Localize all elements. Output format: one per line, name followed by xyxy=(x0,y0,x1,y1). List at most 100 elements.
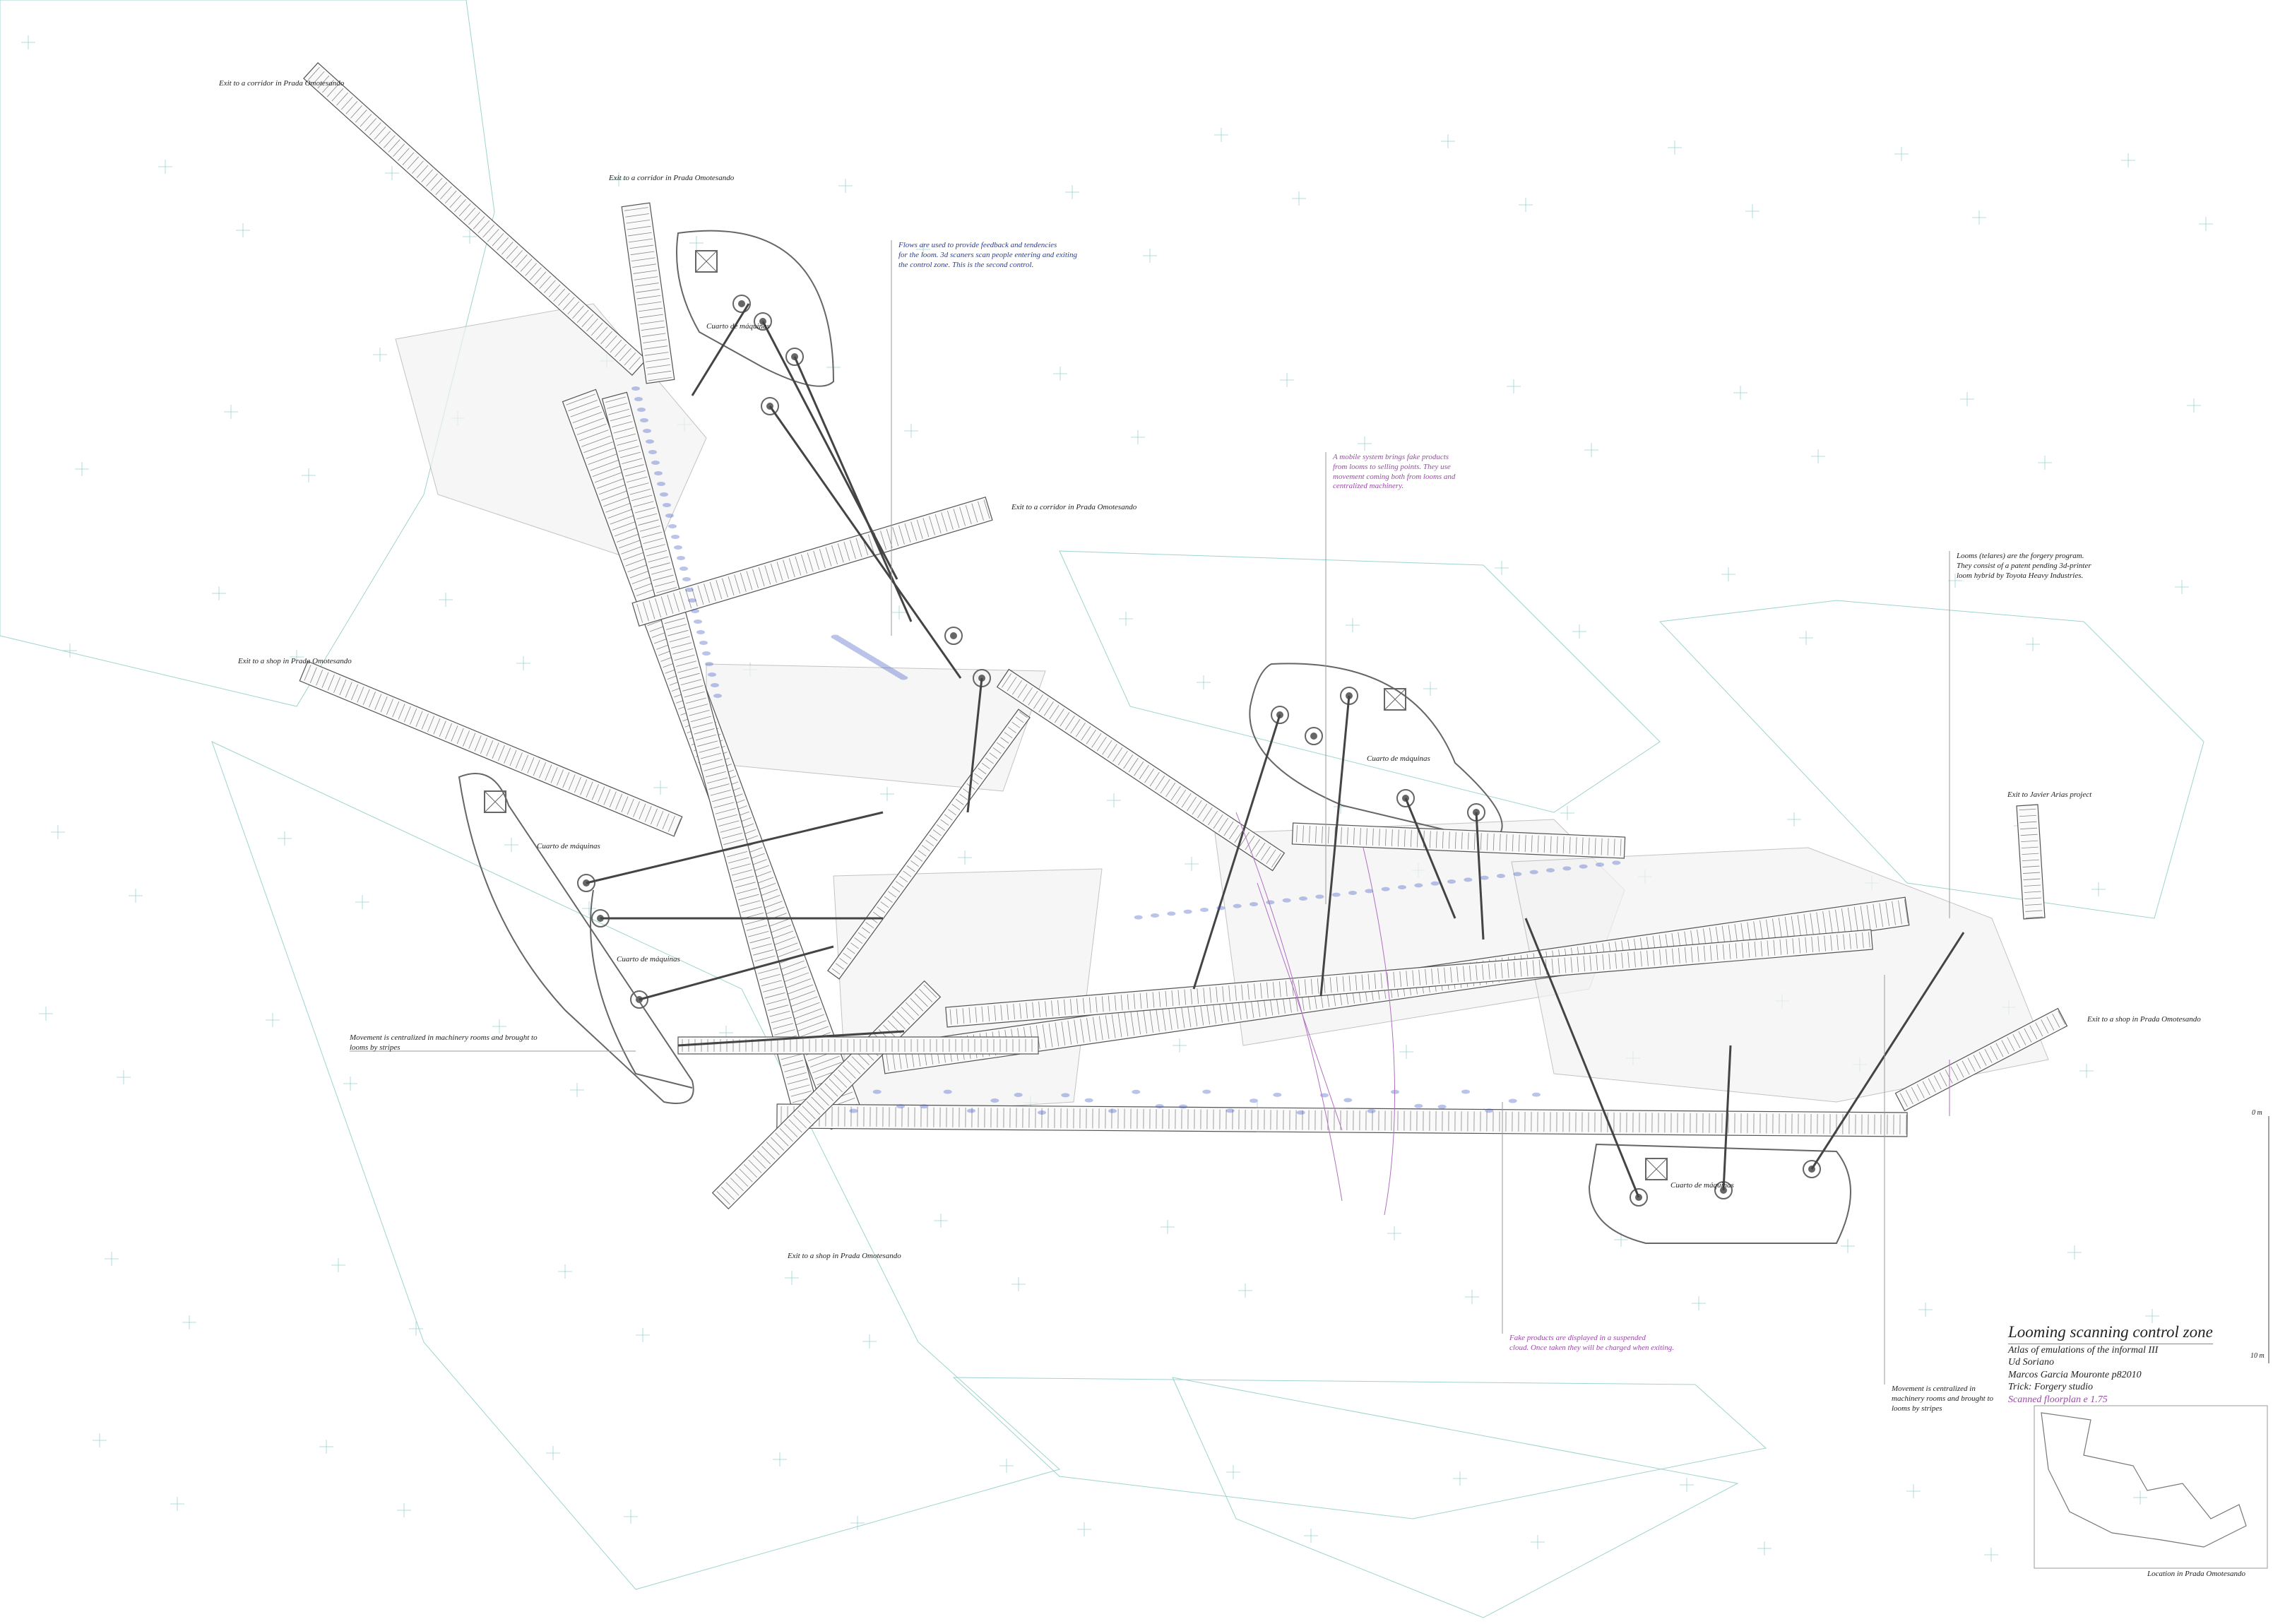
conveyor-strip xyxy=(776,1103,1908,1137)
flow-mark xyxy=(866,656,875,660)
machine-pulley xyxy=(785,348,804,366)
site-cross-mark xyxy=(63,644,77,658)
flow-mark xyxy=(643,429,651,433)
room-label-5: Cuarto de máquinas xyxy=(1670,1181,1734,1190)
flow-mark xyxy=(1430,881,1440,886)
site-cross-mark xyxy=(1531,1535,1545,1549)
site-cross-mark xyxy=(1226,1465,1240,1479)
strip-slats xyxy=(716,984,937,1205)
site-outline xyxy=(1059,550,1661,813)
site-cross-mark xyxy=(1984,1548,1998,1562)
flow-mark xyxy=(899,675,908,680)
site-cross-mark xyxy=(319,1440,333,1454)
machine-box-cross xyxy=(695,250,718,273)
flow-mark xyxy=(878,663,887,668)
flow-mark xyxy=(671,535,679,539)
site-outline xyxy=(211,741,1061,1590)
flow-mark xyxy=(849,1108,858,1113)
site-cross-mark xyxy=(1948,574,1962,588)
flow-mark xyxy=(1183,909,1192,914)
flow-mark xyxy=(1508,1098,1517,1103)
strip-edge xyxy=(303,62,647,376)
flow-mark xyxy=(1200,908,1209,912)
site-cross-mark xyxy=(355,895,369,909)
flow-mark xyxy=(1480,875,1489,880)
machine-pulley-hub xyxy=(738,300,745,307)
site-cross-mark xyxy=(212,586,226,600)
site-cross-mark xyxy=(1799,631,1813,645)
flow-mark xyxy=(1437,1104,1447,1109)
site-cross-mark xyxy=(2121,153,2135,167)
flow-mark xyxy=(852,647,861,652)
flow-mark xyxy=(696,630,705,634)
transmission-rod xyxy=(761,321,898,580)
site-cross-mark xyxy=(2145,1309,2159,1323)
strip-edge xyxy=(631,496,993,627)
flow-mark xyxy=(1179,1104,1187,1109)
site-cross-mark xyxy=(1185,857,1199,871)
flow-mark xyxy=(688,598,696,603)
site-cross-mark xyxy=(1197,675,1211,689)
flow-mark xyxy=(637,408,646,412)
flow-mark xyxy=(840,640,849,645)
site-cross-mark xyxy=(439,593,453,607)
machine-pulley xyxy=(732,295,751,313)
flow-mark xyxy=(674,545,682,550)
flow-mark xyxy=(1132,1089,1141,1094)
site-cross-mark xyxy=(838,179,853,193)
flow-mark xyxy=(861,653,870,658)
machine-room-outline xyxy=(458,773,694,1104)
site-cross-mark xyxy=(1065,185,1079,199)
people-flows xyxy=(631,386,1621,1115)
flow-mark xyxy=(679,567,688,571)
flow-mark xyxy=(1151,913,1159,918)
drawing-scale: Scanned floorplan e 1.75 xyxy=(2008,1394,2108,1405)
flow-mark xyxy=(1497,874,1505,878)
site-cross-mark xyxy=(1453,1471,1467,1486)
site-cross-mark xyxy=(1143,249,1157,263)
strip-edge xyxy=(1894,1007,2068,1112)
strip-slats xyxy=(1002,673,1281,868)
site-cross-mark xyxy=(343,1077,357,1091)
site-cross-mark xyxy=(1680,1478,1694,1492)
site-cross-mark xyxy=(266,1013,280,1027)
flow-mark xyxy=(651,461,660,465)
flow-mark xyxy=(1061,1093,1070,1098)
site-cross-mark xyxy=(1811,449,1825,463)
conveyor-strip xyxy=(945,929,1873,1028)
room-label-2: Cuarto de máquinas xyxy=(1367,754,1430,763)
exit-label-corridor-3: Exit to a corridor in Prada Omotesando xyxy=(1011,503,1137,511)
flow-mark xyxy=(1414,1103,1423,1108)
note-flows: Flows are used to provide feedback and t… xyxy=(898,241,1077,269)
flow-mark xyxy=(1250,1098,1258,1103)
site-cross-mark xyxy=(2079,1064,2094,1078)
flow-mark xyxy=(864,654,873,659)
site-cross-mark xyxy=(504,838,518,852)
flow-mark xyxy=(682,577,691,581)
conveyor-strip xyxy=(1894,1007,2068,1112)
transmission-rod xyxy=(1404,798,1456,919)
flow-mark xyxy=(831,634,840,639)
flow-mark xyxy=(894,672,903,677)
transmission-rod xyxy=(1192,714,1281,990)
site-cross-mark xyxy=(278,831,292,846)
flow-mark xyxy=(889,670,898,675)
strip-edge xyxy=(776,1103,1908,1137)
site-cross-mark xyxy=(862,1334,877,1349)
site-cross-mark xyxy=(1572,624,1586,639)
site-cross-mark xyxy=(409,1322,423,1336)
transmission-rod xyxy=(1475,812,1485,940)
site-cross-mark xyxy=(2091,882,2106,896)
flow-mark xyxy=(654,471,663,475)
transmission-rod xyxy=(966,677,983,813)
flow-mark xyxy=(885,667,894,672)
site-cross-mark xyxy=(1173,1038,1187,1053)
room-label-4: Cuarto de máquinas xyxy=(617,955,680,964)
machine-room-outline xyxy=(1588,1143,1851,1244)
flow-mark xyxy=(1485,1108,1494,1113)
flow-mark xyxy=(640,418,648,422)
site-cross-mark xyxy=(182,1315,196,1329)
note-movement-right: Movement is centralized in machinery roo… xyxy=(1892,1385,1994,1413)
note-fake-products: Fake products are displayed in a suspend… xyxy=(1509,1334,1674,1352)
site-cross-mark xyxy=(1107,793,1121,807)
